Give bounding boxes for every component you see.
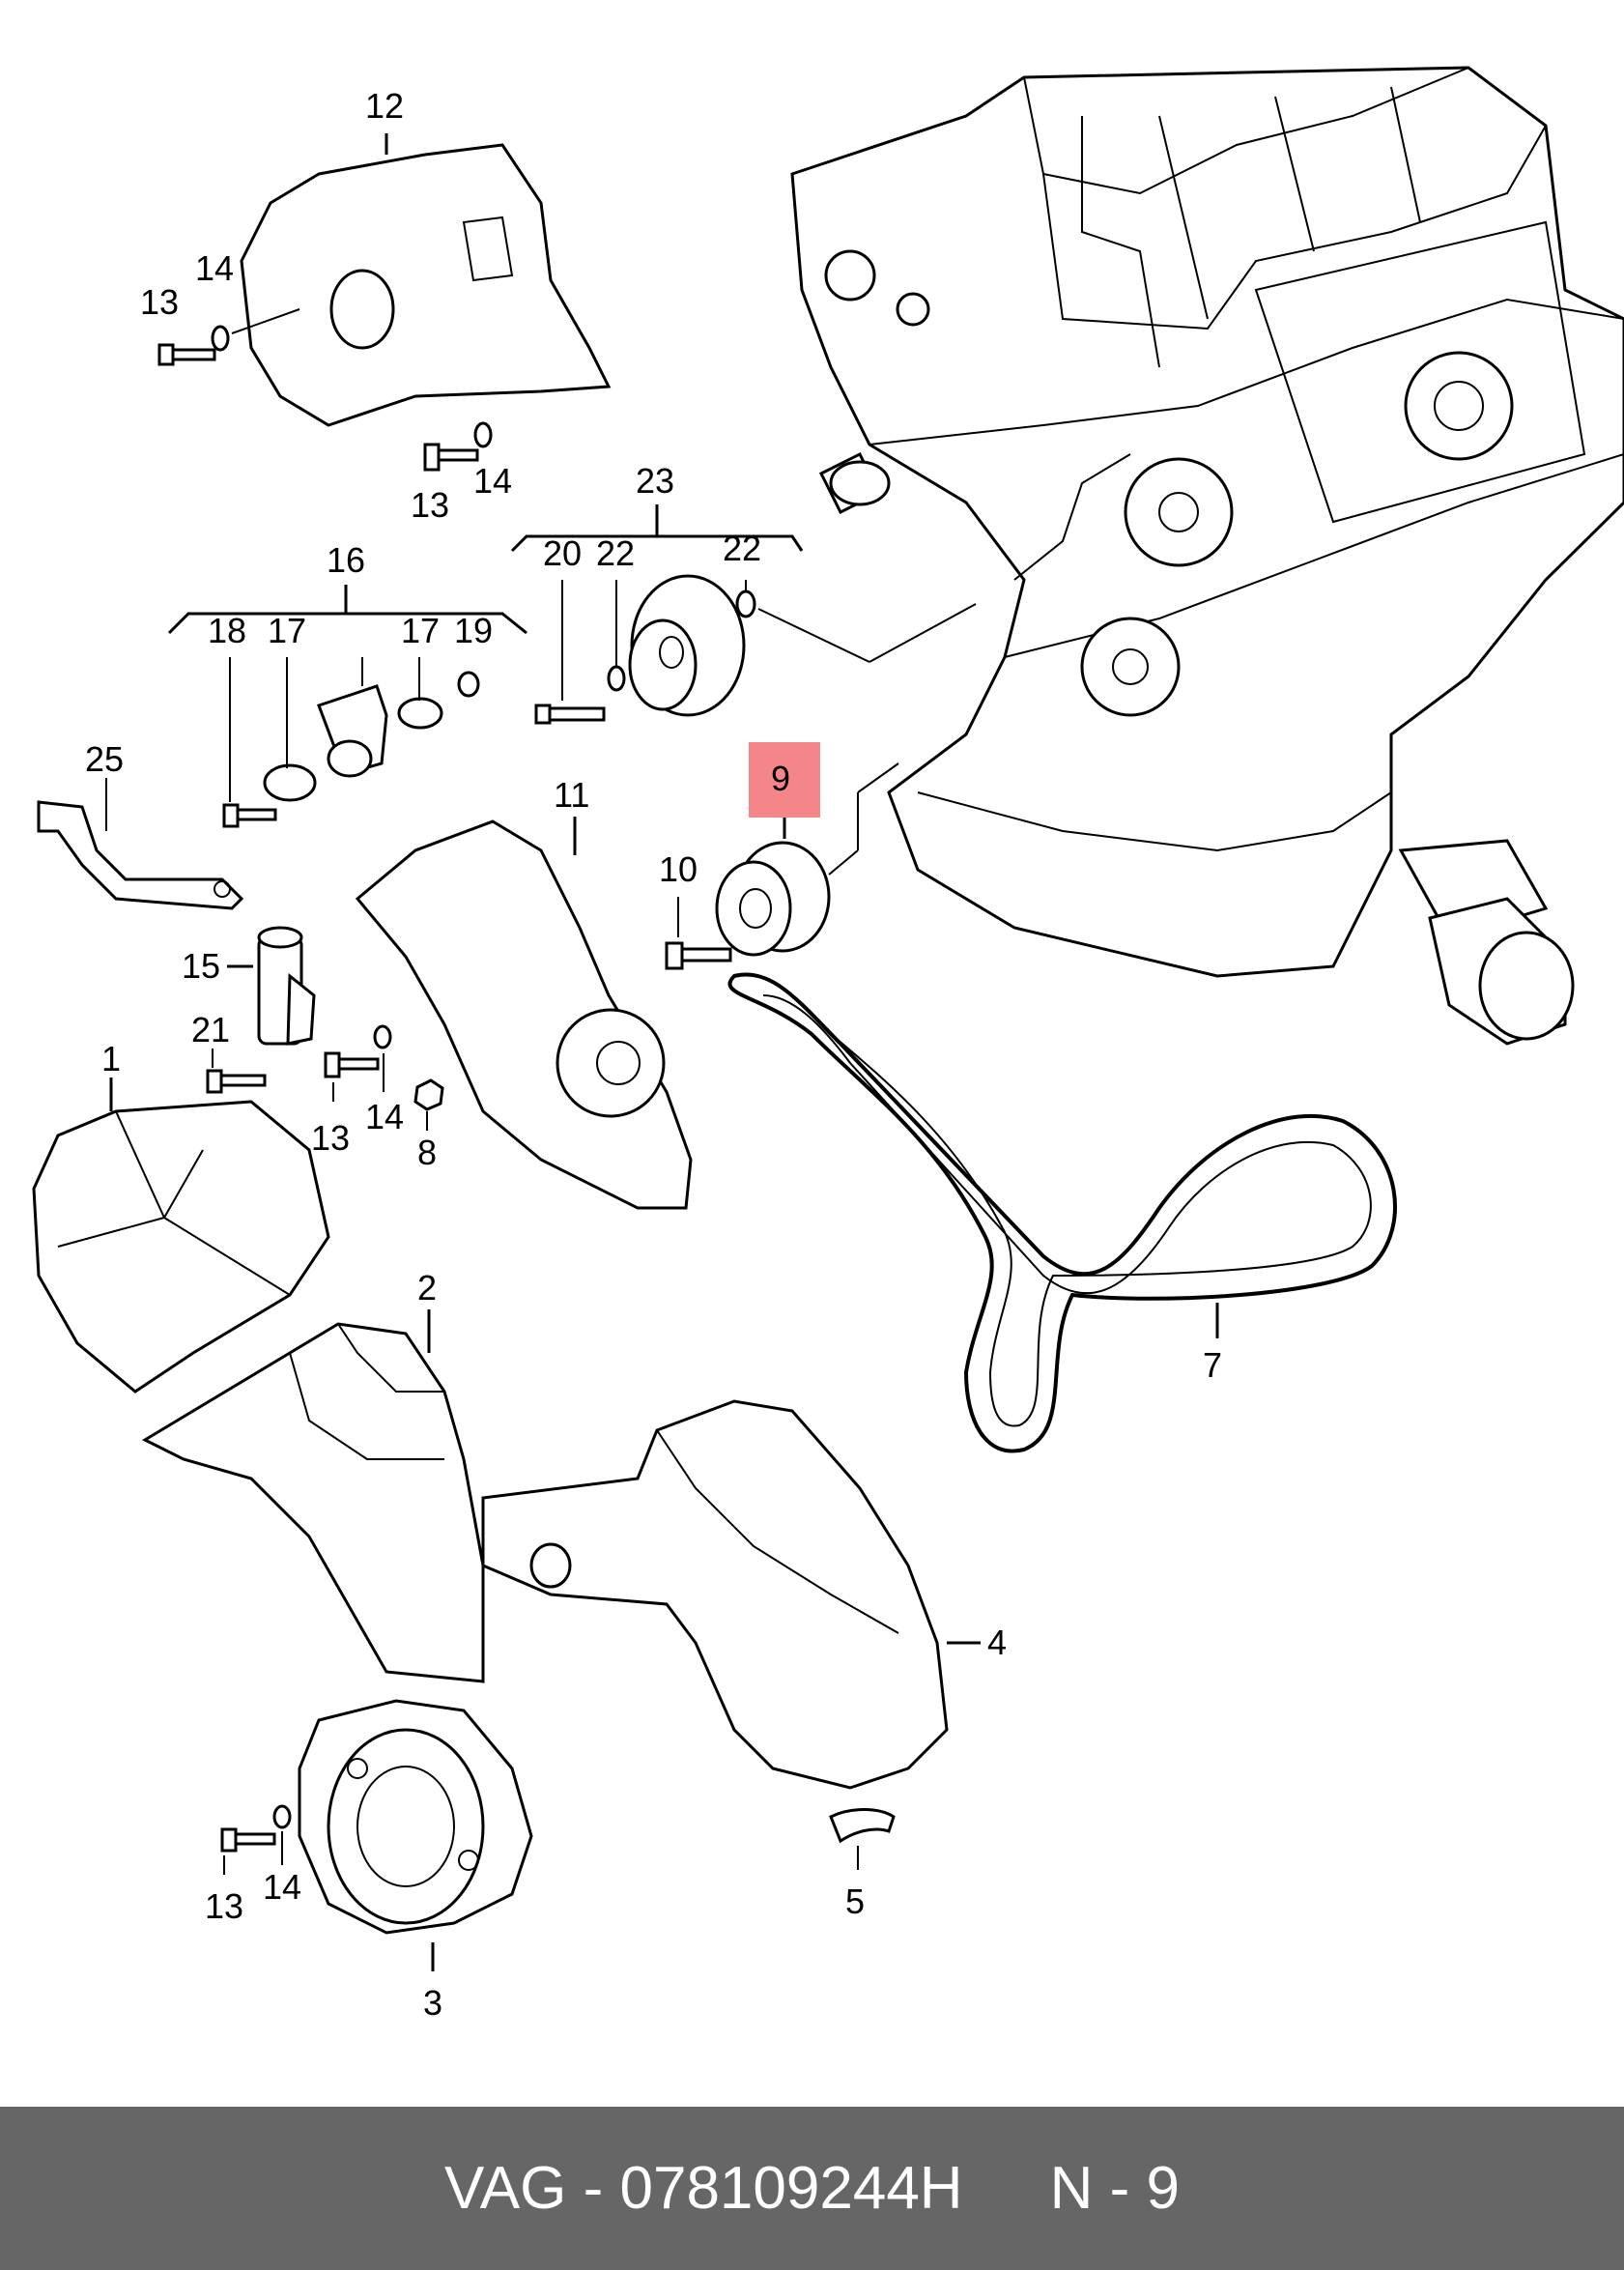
part-number-footer: VAG - 078109244H N - 9 <box>0 2107 1624 2270</box>
label-18: 18 <box>208 611 246 650</box>
label-15: 15 <box>182 946 220 986</box>
part-7-timing-belt: 7 <box>727 972 1397 1453</box>
label-7: 7 <box>1203 1345 1222 1385</box>
label-14-b: 14 <box>473 461 512 501</box>
label-12: 12 <box>365 86 404 126</box>
part-number-text: VAG - 078109244H <box>444 2155 963 2222</box>
part-2-lower-cover: 2 <box>141 1268 485 1683</box>
label-14-c: 14 <box>365 1097 404 1136</box>
label-3: 3 <box>423 1983 442 2023</box>
part-25-bracket: 25 <box>37 739 244 910</box>
part-5-clip: 5 <box>829 1808 896 1921</box>
part-15-sleeve: 15 <box>182 926 316 1046</box>
label-2: 2 <box>417 1268 437 1307</box>
label-10: 10 <box>659 849 698 889</box>
label-11: 11 <box>554 775 589 815</box>
bolt-13-group-b: 13 14 <box>411 421 512 525</box>
reference-number-text: N - 9 <box>1049 2155 1180 2222</box>
label-5: 5 <box>845 1882 865 1921</box>
label-13-a: 13 <box>140 282 179 322</box>
part-21-bolt: 21 <box>191 1010 267 1094</box>
part-1-belt-guard: 1 <box>32 1039 330 1394</box>
part-12-upper-cover: 12 <box>240 86 612 427</box>
label-8: 8 <box>417 1133 437 1172</box>
bolt-13-group-a: 13 14 <box>140 248 300 366</box>
bolt-13-group-c: 13 14 8 <box>311 1024 444 1172</box>
label-22-a: 22 <box>596 533 635 573</box>
part-9-idler-roller: 9 <box>715 742 899 957</box>
label-21: 21 <box>191 1010 230 1049</box>
label-13-b: 13 <box>411 485 449 525</box>
label-16: 16 <box>327 540 365 580</box>
label-20: 20 <box>543 533 582 573</box>
label-19: 19 <box>454 611 493 650</box>
bolt-13-group-d: 13 14 <box>205 1804 301 1926</box>
label-25: 25 <box>85 739 124 779</box>
part-23-tensioner: 23 20 22 22 <box>510 461 977 725</box>
part-10-bolt: 10 <box>659 849 732 970</box>
label-13-c: 13 <box>311 1118 350 1158</box>
part-4-front-cover: 4 <box>481 1399 1007 1790</box>
label-17-b: 17 <box>401 611 440 650</box>
label-1: 1 <box>101 1039 121 1078</box>
label-23: 23 <box>636 461 674 501</box>
label-13-d: 13 <box>205 1886 243 1926</box>
part-11-rear-cover: 11 <box>355 775 693 1210</box>
label-9: 9 <box>771 759 790 798</box>
exploded-parts-diagram: 12 13 14 13 14 23 <box>32 66 1624 2023</box>
label-4: 4 <box>987 1623 1007 1662</box>
label-14-d: 14 <box>263 1867 301 1907</box>
highlight-box-9 <box>749 742 820 818</box>
label-14-a: 14 <box>195 248 234 288</box>
part-3-pulley-cover: 3 <box>298 1699 533 2023</box>
part-16-tensioner-arm: 16 18 17 17 19 <box>167 540 527 828</box>
engine-block <box>790 66 1624 1046</box>
label-22-b: 22 <box>723 529 761 568</box>
label-17-a: 17 <box>268 611 306 650</box>
